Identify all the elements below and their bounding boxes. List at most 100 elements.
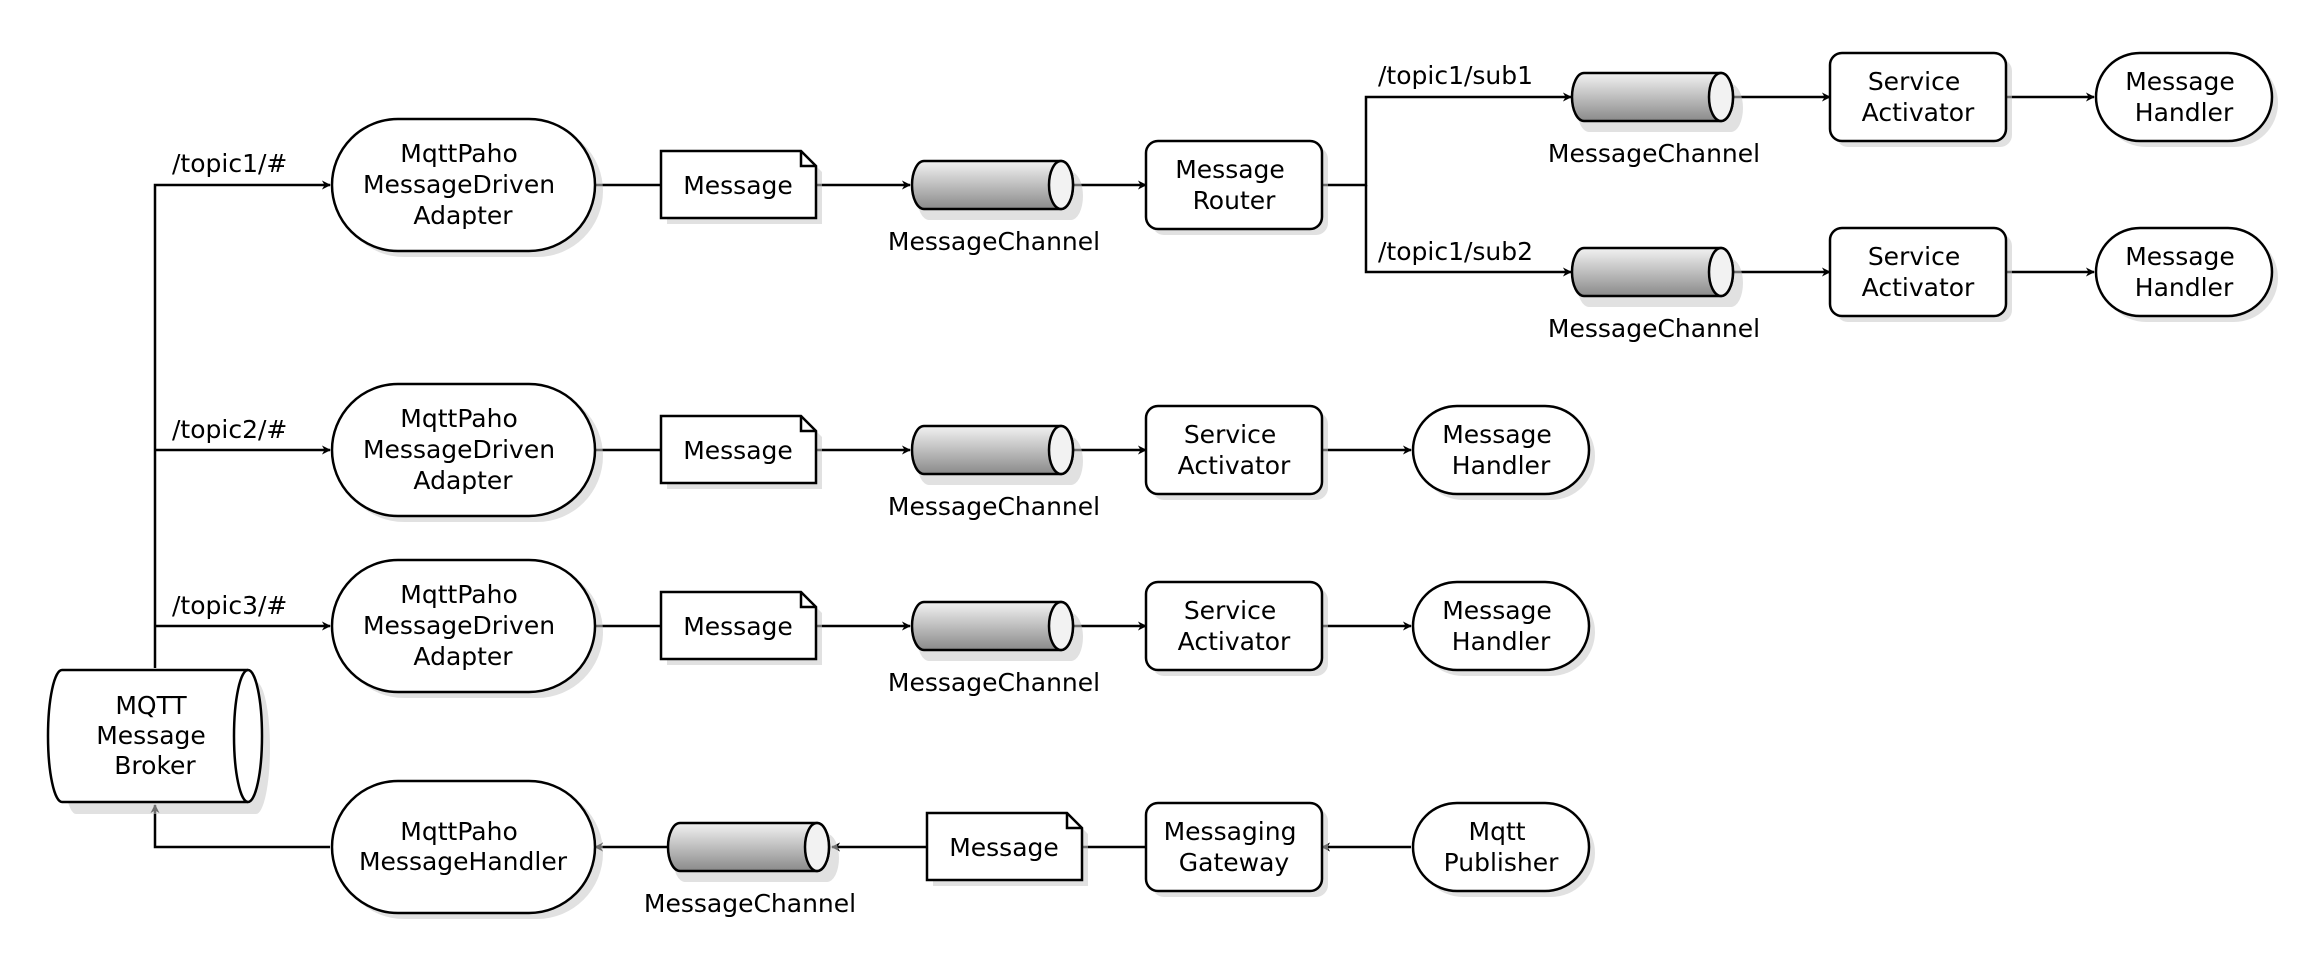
adapter-3-line-2: MessageDriven <box>363 611 555 640</box>
svg-text:Messaging Gateway: Messaging Gateway <box>1164 817 1305 877</box>
svg-text:Service Activator: Service Activator <box>1862 67 1975 127</box>
handler-3-line-1: Message <box>1442 596 1552 625</box>
sub1-label: /topic1/sub1 <box>1378 61 1533 90</box>
svg-text:Message Router: Message Router <box>1175 155 1293 215</box>
broker-line-1: MQTT <box>115 691 187 720</box>
edges <box>150 92 2095 852</box>
svg-text:Mqtt Publisher: Mqtt Publisher <box>1444 817 1559 877</box>
channel-node-sub2: MessageChannel <box>1548 246 1760 343</box>
activator-3-line-2: Activator <box>1178 627 1291 656</box>
paho-message-handler-node: MqttPaho MessageHandler <box>330 779 603 919</box>
channel-1-label: MessageChannel <box>888 227 1100 256</box>
message-handler-2: Message Handler <box>1411 404 1595 500</box>
handler-3-line-2: Handler <box>1452 627 1551 656</box>
service-activator-sub1: Service Activator <box>1828 51 2012 147</box>
adapter-2-line-3: Adapter <box>413 466 513 495</box>
edge-router-to-sub2-channel <box>1364 185 1572 277</box>
router-node: Message Router <box>1144 139 1328 235</box>
message-node-2: Message <box>659 414 822 489</box>
sub2-label: /topic1/sub2 <box>1378 237 1533 266</box>
message-node-4: Message <box>925 811 1088 886</box>
message-1-label: Message <box>683 171 793 200</box>
svg-text:MqttPaho MessageHandler: MqttPaho MessageHandler <box>359 817 568 876</box>
adapter-3-line-3: Adapter <box>413 642 513 671</box>
paho-handler-line-1: MqttPaho <box>400 817 517 846</box>
adapter-3-line-1: MqttPaho <box>400 580 517 609</box>
adapter-1-line-1: MqttPaho <box>400 139 517 168</box>
activator-sub2-line-2: Activator <box>1862 273 1975 302</box>
channel-4-label: MessageChannel <box>644 889 856 918</box>
message-handler-sub2: Message Handler <box>2094 226 2278 322</box>
gateway-line-1: Messaging <box>1164 817 1297 846</box>
handler-sub2-line-2: Handler <box>2135 273 2234 302</box>
handler-2-line-2: Handler <box>1452 451 1551 480</box>
channel-node-4: MessageChannel <box>644 821 856 918</box>
activator-2-line-2: Activator <box>1178 451 1291 480</box>
service-activator-2: Service Activator <box>1144 404 1328 500</box>
activator-sub1-line-1: Service <box>1868 67 1960 96</box>
channel-sub1-label: MessageChannel <box>1548 139 1760 168</box>
activator-sub1-line-2: Activator <box>1862 98 1975 127</box>
channel-node-3: MessageChannel <box>888 600 1100 697</box>
adapter-node-3: MqttPaho MessageDriven Adapter <box>330 558 603 698</box>
channel-3-label: MessageChannel <box>888 668 1100 697</box>
broker-label: MQTT Message Broker <box>96 691 214 780</box>
adapter-node-2: MqttPaho MessageDriven Adapter <box>330 382 603 522</box>
handler-sub1-line-2: Handler <box>2135 98 2234 127</box>
mqtt-broker-node: MQTT Message Broker <box>46 668 270 814</box>
edge-labels: /topic1/# /topic2/# /topic3/# /topic1/su… <box>172 61 1533 620</box>
message-handler-sub1: Message Handler <box>2094 51 2278 147</box>
adapter-1-line-2: MessageDriven <box>363 170 555 199</box>
topic3-label: /topic3/# <box>172 591 287 620</box>
svg-text:Service Activator: Service Activator <box>1178 596 1291 656</box>
edge-broker-to-topic1-adapter <box>153 180 331 668</box>
svg-text:Message Handler: Message Handler <box>1442 596 1560 656</box>
topic1-label: /topic1/# <box>172 149 287 178</box>
svg-text:Message Handler: Message Handler <box>2125 242 2243 302</box>
handler-sub2-line-1: Message <box>2125 242 2235 271</box>
adapter-node-1: MqttPaho MessageDriven Adapter <box>330 117 603 257</box>
router-line-1: Message <box>1175 155 1285 184</box>
svg-text:MqttPaho MessageDriven: MqttPaho MessageDriven Adapter <box>363 139 563 230</box>
channel-node-1: MessageChannel <box>888 159 1100 256</box>
message-handler-3: Message Handler <box>1411 580 1595 676</box>
svg-text:Service Activator: Service Activator <box>1862 242 1975 302</box>
handler-2-line-1: Message <box>1442 420 1552 449</box>
svg-text:Message Handler: Message Handler <box>1442 420 1560 480</box>
topic2-label: /topic2/# <box>172 415 287 444</box>
channel-sub2-label: MessageChannel <box>1548 314 1760 343</box>
handler-sub1-line-1: Message <box>2125 67 2235 96</box>
service-activator-3: Service Activator <box>1144 580 1328 676</box>
router-line-2: Router <box>1193 186 1277 215</box>
adapter-1-line-3: Adapter <box>413 201 513 230</box>
broker-line-2: Message <box>96 721 206 750</box>
message-3-label: Message <box>683 612 793 641</box>
mqtt-publisher-node: Mqtt Publisher <box>1411 801 1595 897</box>
gateway-line-2: Gateway <box>1179 848 1290 877</box>
activator-sub2-line-1: Service <box>1868 242 1960 271</box>
channel-2-label: MessageChannel <box>888 492 1100 521</box>
paho-handler-line-2: MessageHandler <box>359 847 568 876</box>
publisher-line-2: Publisher <box>1444 848 1559 877</box>
channel-node-2: MessageChannel <box>888 424 1100 521</box>
svg-text:MqttPaho MessageDriven: MqttPaho MessageDriven Adapter <box>363 404 563 495</box>
svg-text:Message Handler: Message Handler <box>2125 67 2243 127</box>
adapter-2-line-2: MessageDriven <box>363 435 555 464</box>
edge-router-to-sub1-channel <box>1322 92 1572 187</box>
publisher-line-1: Mqtt <box>1469 817 1526 846</box>
broker-line-3: Broker <box>114 751 196 780</box>
messaging-gateway-node: Messaging Gateway <box>1144 801 1328 897</box>
svg-text:MqttPaho MessageDriven: MqttPaho MessageDriven Adapter <box>363 580 563 671</box>
message-node-3: Message <box>659 590 822 665</box>
activator-2-line-1: Service <box>1184 420 1276 449</box>
message-4-label: Message <box>949 833 1059 862</box>
edge-paho-handler-to-broker <box>150 804 330 849</box>
service-activator-sub2: Service Activator <box>1828 226 2012 322</box>
message-node-1: Message <box>659 149 822 224</box>
channel-node-sub1: MessageChannel <box>1548 71 1760 168</box>
adapter-2-line-1: MqttPaho <box>400 404 517 433</box>
message-2-label: Message <box>683 436 793 465</box>
activator-3-line-1: Service <box>1184 596 1276 625</box>
svg-text:Service Activator: Service Activator <box>1178 420 1291 480</box>
